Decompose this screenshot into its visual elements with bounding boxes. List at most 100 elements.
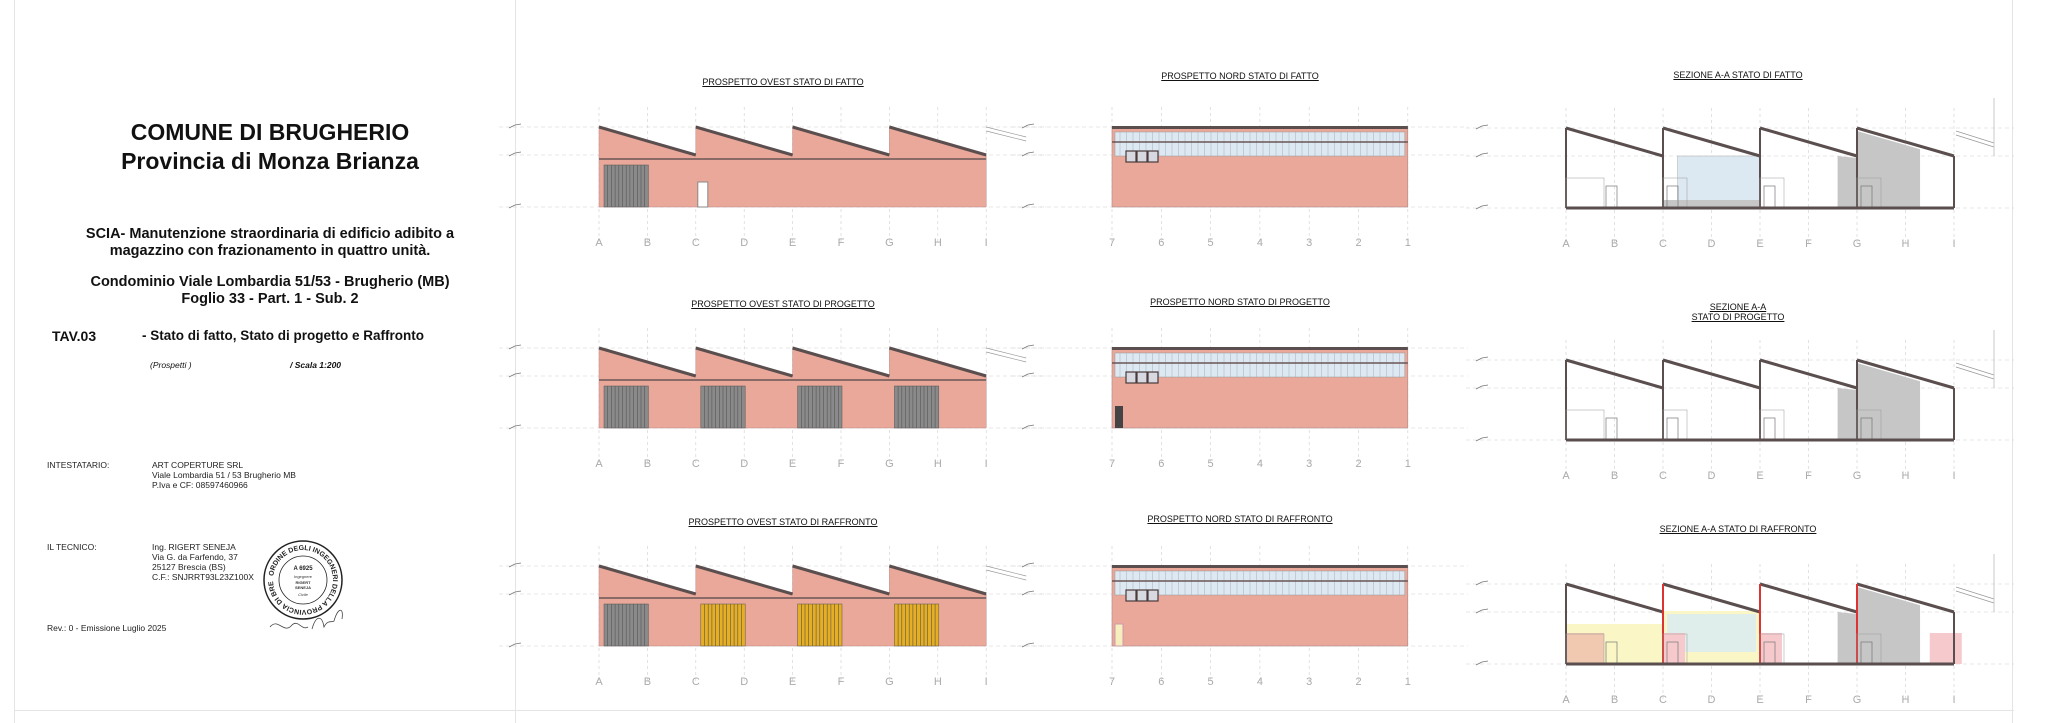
grid-label: G	[1853, 470, 1862, 482]
grid-label: E	[789, 458, 796, 470]
grid-label: A	[1562, 470, 1570, 482]
grid-label: 6	[1158, 458, 1164, 470]
grid-label: 3	[1306, 676, 1312, 688]
roof-line	[1759, 582, 1858, 614]
grid-label: H	[1902, 694, 1910, 706]
grid-label: B	[1611, 694, 1618, 706]
grid-label: G	[1853, 694, 1862, 706]
roof-line	[1662, 358, 1761, 390]
grid-label: 7	[1109, 458, 1115, 470]
svg-text:Ingegnere: Ingegnere	[294, 574, 313, 579]
roof-line	[888, 346, 987, 378]
grid-label: F	[1805, 238, 1812, 250]
grid-label: B	[1611, 470, 1618, 482]
grid-label: D	[740, 676, 748, 688]
door	[1763, 185, 1776, 209]
grid-label: I	[985, 676, 988, 688]
level-marker-icon	[1021, 372, 1035, 378]
demolition-hatch	[1929, 633, 1962, 664]
window	[1147, 150, 1159, 163]
grid-label: 2	[1355, 676, 1361, 688]
grid-label: 5	[1208, 676, 1214, 688]
comune-title: COMUNE DI BRUGHERIO	[130, 119, 410, 145]
grid-label: A	[1562, 694, 1570, 706]
level-marker-icon	[508, 590, 522, 596]
level-marker-icon	[508, 372, 522, 378]
roof-line	[1662, 582, 1761, 614]
roof-line	[888, 125, 987, 157]
grey-section-fill	[1857, 363, 1921, 440]
grey-section-fill	[1857, 131, 1921, 208]
roof-line	[1565, 126, 1664, 158]
level-marker-icon	[508, 151, 522, 157]
grid-label: C	[692, 237, 700, 249]
intestatario-name: ART COPERTURE SRL	[152, 460, 244, 470]
grid-label: B	[644, 458, 651, 470]
grid-label: B	[1611, 238, 1618, 250]
intestatario-label: INTESTATARIO:	[47, 460, 110, 470]
level-marker-icon	[1475, 152, 1489, 158]
grid-label: I	[1952, 238, 1955, 250]
glazed-partition	[1677, 155, 1761, 203]
grid-label: 6	[1158, 237, 1164, 249]
level-marker-icon	[1475, 608, 1489, 614]
provincia-title: Provincia di Monza Brianza	[121, 148, 419, 174]
drawing-type: (Prospetti )	[150, 360, 192, 370]
svg-text:RIGERT: RIGERT	[295, 580, 311, 585]
roof-line	[792, 125, 890, 157]
adjacent-building	[986, 565, 1027, 581]
oggetto-line-1: SCIA- Manutenzione straordinaria di edif…	[85, 226, 455, 242]
grid-label: E	[789, 237, 796, 249]
level-marker-icon	[508, 123, 522, 129]
grid-label: F	[838, 237, 845, 249]
scale: / Scala 1:200	[290, 360, 342, 370]
grid-label: 4	[1257, 458, 1263, 470]
indirizzo: Condominio Viale Lombardia 51/53 - Brugh…	[90, 274, 450, 290]
grid-label: G	[885, 676, 894, 688]
grid-label: I	[985, 458, 988, 470]
catasto: Foglio 33 - Part. 1 - Sub. 2	[181, 291, 359, 307]
roof-line	[1565, 582, 1664, 614]
grid-label: I	[1952, 470, 1955, 482]
grid-label: I	[985, 237, 988, 249]
skylight-band	[1114, 570, 1406, 596]
grid-label: A	[595, 458, 603, 470]
door	[1115, 406, 1123, 428]
drawing-title: PROSPETTO NORD STATO DI PROGETTO	[1150, 297, 1330, 307]
roof-line	[598, 346, 697, 378]
grey-section-fill	[1837, 388, 1857, 440]
grid-label: C	[692, 676, 700, 688]
grid-label: 2	[1355, 237, 1361, 249]
grey-section-fill	[1837, 612, 1857, 664]
grid-label: 3	[1306, 458, 1312, 470]
grid-label: 1	[1405, 676, 1411, 688]
door	[1666, 417, 1679, 441]
grid-label: C	[1659, 694, 1667, 706]
drawing-title: PROSPETTO OVEST STATO DI RAFFRONTO	[688, 517, 878, 527]
window	[1125, 150, 1137, 163]
level-marker-icon	[1021, 344, 1035, 350]
grid-label: 3	[1306, 237, 1312, 249]
adjacent-building	[1955, 362, 1995, 380]
panel-divider	[515, 0, 516, 723]
level-marker-icon	[1475, 580, 1489, 586]
room-outline	[1565, 409, 1605, 441]
skylight-band	[1114, 131, 1406, 157]
tecnico-address: Via G. da Farfendo, 37	[152, 552, 238, 562]
roof-line	[792, 346, 890, 378]
grid-label: G	[885, 458, 894, 470]
level-marker-icon	[1021, 562, 1035, 568]
door	[1605, 417, 1618, 441]
adjacent-building	[986, 126, 1027, 142]
demolition-hatch	[1760, 633, 1782, 664]
grid-label: C	[692, 458, 700, 470]
level-marker-icon	[1475, 384, 1489, 390]
grid-label: H	[1902, 238, 1910, 250]
skylight-band	[1114, 352, 1406, 378]
roof-line	[1662, 126, 1761, 158]
